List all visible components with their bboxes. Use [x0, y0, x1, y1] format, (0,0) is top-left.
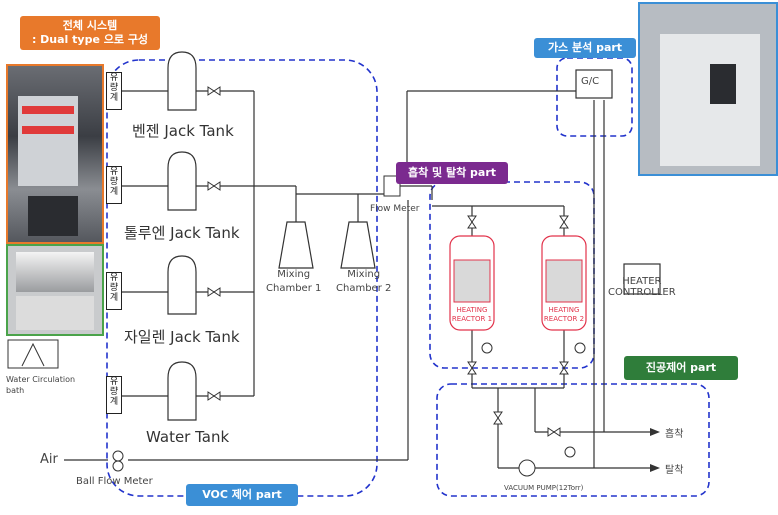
output-adsorb-label: 흡착 — [665, 429, 684, 440]
photo-water-bath — [6, 244, 104, 336]
mixing2-line1: Mixing — [347, 269, 381, 280]
output-desorb-label: 탈착 — [665, 465, 684, 476]
gc-label: G/C — [581, 76, 600, 87]
tank-shapes — [167, 51, 661, 421]
water-bath-line2: bath — [6, 386, 25, 395]
heater-line2: CONTROLLER — [608, 287, 676, 298]
ball-flow-meter-label: Ball Flow Meter — [76, 476, 153, 487]
reactor2-line1: HEATING — [548, 306, 580, 314]
air-label: Air — [40, 452, 58, 467]
flow-meter-4: 유량계 — [106, 376, 122, 414]
water-bath-line1: Water Circulation — [6, 375, 76, 384]
heater-controller-label: HEATER CONTROLLER — [608, 276, 676, 298]
tank-label-water: Water Tank — [146, 428, 230, 446]
flow-meter-1: 유량계 — [106, 72, 122, 110]
mixing2-line2: Chamber 2 — [336, 283, 392, 294]
water-bath-label: Water Circulation bath — [6, 374, 75, 396]
reactor1-line1: HEATING — [456, 306, 488, 314]
reactor1-line2: REACTOR 1 — [451, 315, 493, 323]
system-title: 전체 시스템 — [62, 19, 118, 32]
photo-main-system — [6, 64, 104, 244]
vacuum-pump-label: VACUUM PUMP(12Torr) — [504, 484, 584, 492]
vacuum-part-badge: 진공제어 part — [624, 356, 738, 380]
tank-label-toluene: 톨루엔 Jack Tank — [124, 224, 240, 242]
mixing1-line1: Mixing — [277, 269, 311, 280]
flow-meter-2: 유량계 — [106, 166, 122, 204]
reactor-2-label: HEATING REACTOR 2 — [543, 306, 585, 324]
tank-label-xylene: 자일렌 Jack Tank — [124, 328, 240, 346]
voc-part-badge: VOC 제어 part — [186, 484, 298, 506]
photo-gas-chromatograph — [638, 2, 778, 176]
tank-label-benzene: 벤젠 Jack Tank — [132, 122, 234, 140]
adsorb-part-badge: 흡착 및 탈착 part — [396, 162, 508, 184]
system-subtitle: : Dual type 으로 구성 — [31, 33, 149, 46]
heater-line1: HEATER — [622, 276, 662, 287]
flow-meter-3: 유량계 — [106, 272, 122, 310]
mixing1-line2: Chamber 1 — [266, 283, 322, 294]
mixing-chamber-1-label: Mixing Chamber 1 — [266, 268, 321, 296]
system-title-badge: 전체 시스템 : Dual type 으로 구성 — [20, 16, 160, 50]
gas-part-badge: 가스 분석 part — [534, 38, 636, 58]
mixing-chamber-2-label: Mixing Chamber 2 — [336, 268, 391, 296]
reactor-1-label: HEATING REACTOR 1 — [451, 306, 493, 324]
vacuum-part-region — [436, 383, 710, 497]
flow-meter-label: Flow Meter — [370, 204, 420, 214]
adsorb-part-region — [429, 181, 595, 369]
reactor2-line2: REACTOR 2 — [543, 315, 585, 323]
